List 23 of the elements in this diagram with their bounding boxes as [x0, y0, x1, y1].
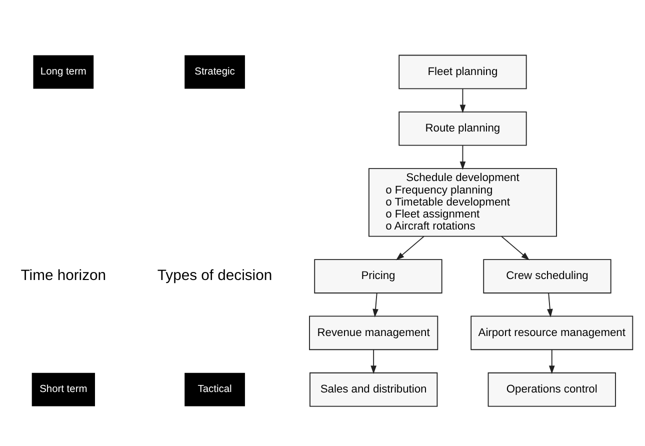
label: Strategic: [194, 66, 235, 78]
arrow: [460, 144, 466, 170]
label: Long term: [40, 66, 86, 78]
arrow: [396, 235, 424, 260]
arrow: [548, 348, 555, 374]
node-box: Airport resource management: [470, 315, 634, 350]
node-box: Fleet planning: [398, 54, 527, 89]
label: Tactical: [198, 384, 232, 395]
arrow: [372, 292, 378, 317]
node-box: Revenue management: [309, 315, 438, 350]
arrow: [547, 292, 553, 317]
node-box: Sales and distribution: [310, 372, 438, 406]
node-box: Crew scheduling: [483, 258, 612, 293]
node-box: Pricing: [314, 258, 442, 293]
label: Time horizon: [20, 267, 106, 284]
node-box: Route planning: [398, 110, 527, 146]
node-box: Operations control: [488, 372, 616, 406]
arrow: [501, 235, 530, 260]
label: Types of decision: [157, 267, 272, 284]
arrow: [370, 348, 376, 374]
arrow: [460, 88, 466, 113]
label: Short term: [40, 384, 88, 395]
node-box: Schedule development o Frequency planning o Timetable development o Fleet assignment o Aircraft rotations: [368, 168, 557, 236]
